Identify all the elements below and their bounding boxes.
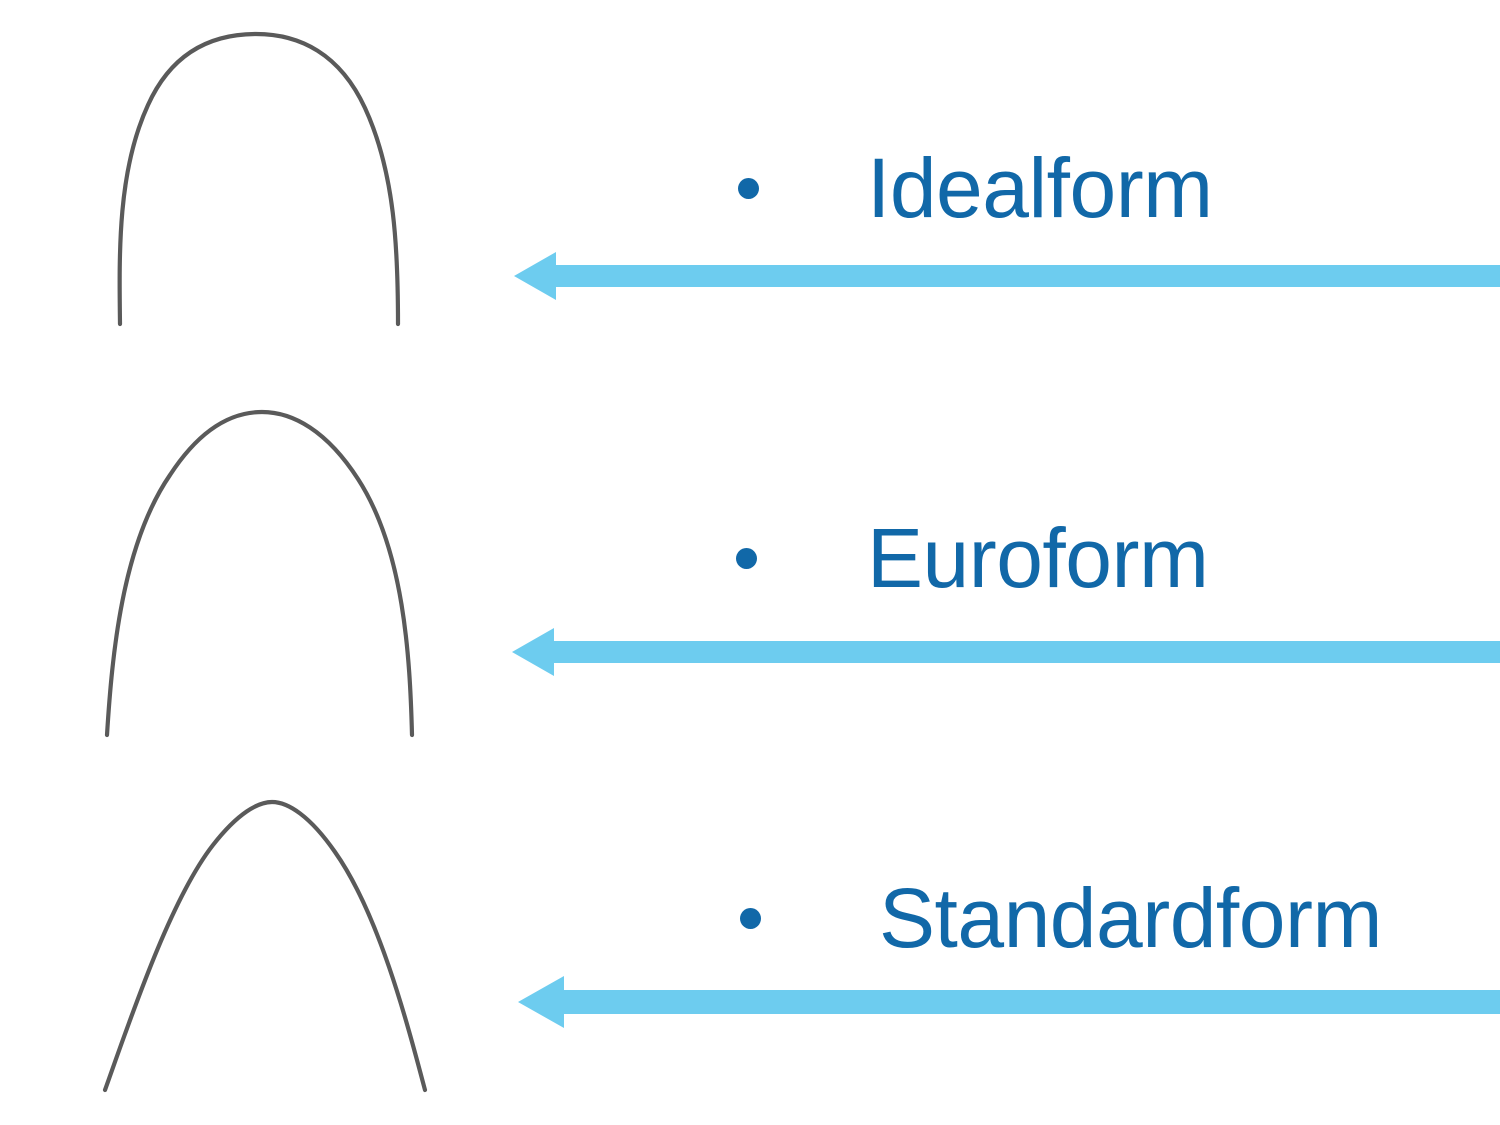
list-item-label: Idealform — [867, 141, 1213, 235]
arrow-standardform — [518, 976, 1500, 1028]
bullet-icon — [736, 547, 757, 569]
list-item-label: Standardform — [879, 871, 1382, 965]
list-item-standardform[interactable]: Standardform — [740, 876, 1382, 960]
list-item-euroform[interactable]: Euroform — [736, 511, 1209, 605]
bullet-icon — [738, 177, 759, 199]
arch-standardform — [102, 799, 428, 1093]
arch-euroform — [104, 409, 415, 738]
arrow-idealform — [514, 252, 1500, 300]
bullet-icon — [740, 907, 761, 929]
list-item-idealform[interactable]: Idealform — [738, 146, 1213, 230]
list-item-label: Euroform — [867, 511, 1209, 605]
arrow-euroform — [512, 628, 1500, 676]
arch-idealform — [117, 31, 401, 327]
